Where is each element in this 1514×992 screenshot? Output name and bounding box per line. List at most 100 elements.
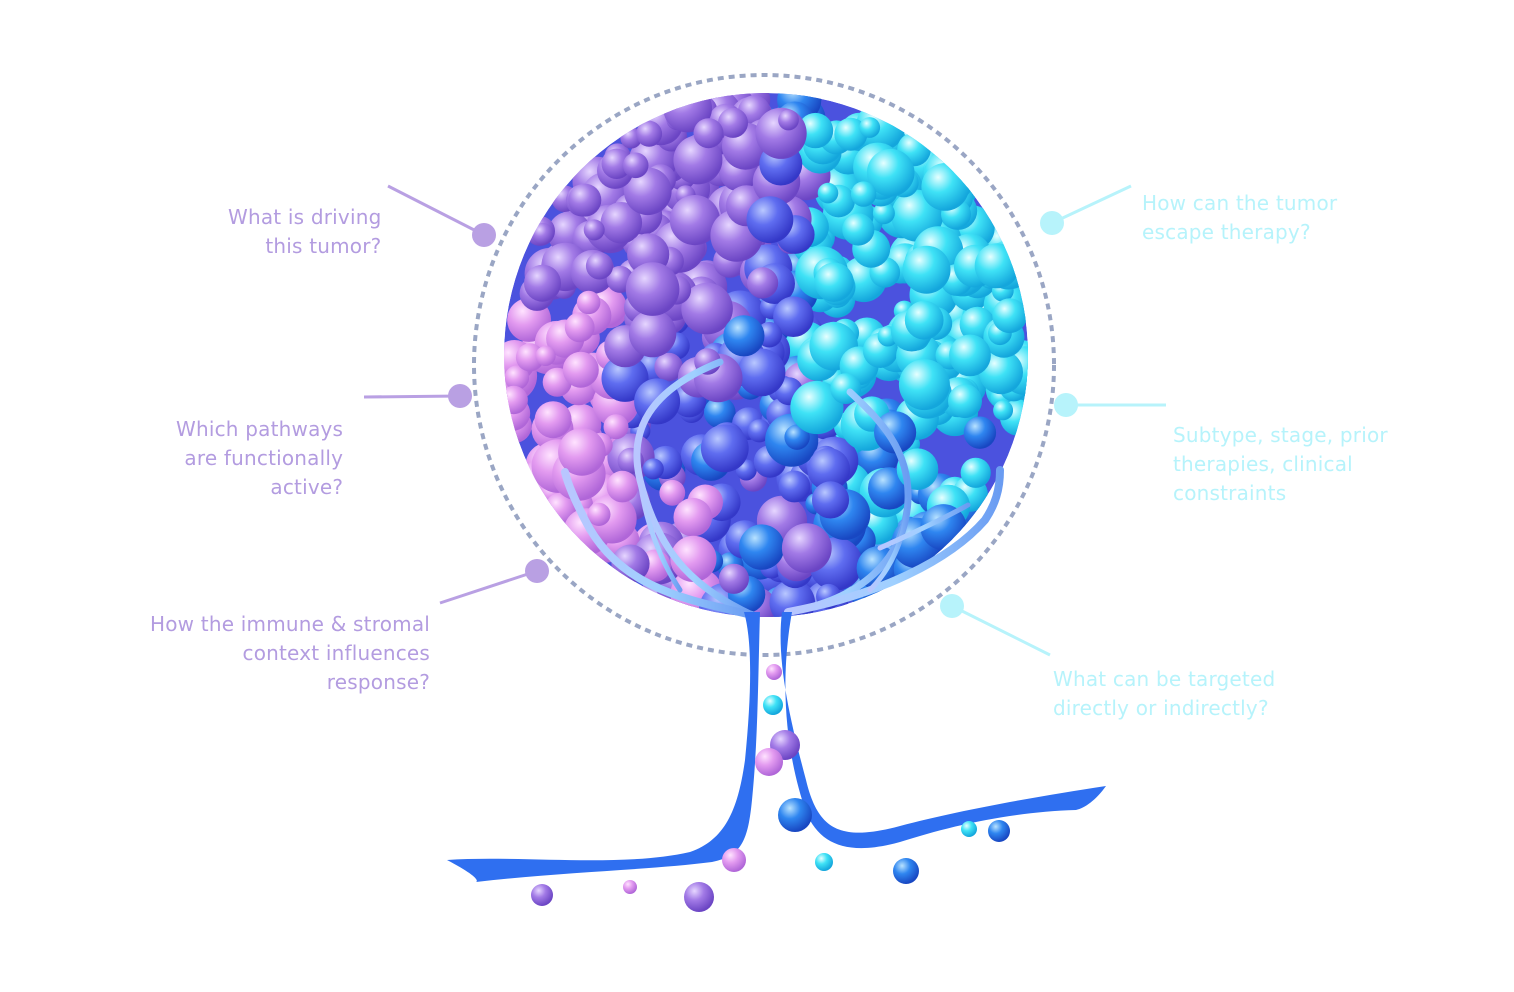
- crown-cell: [693, 118, 724, 149]
- crown-cell: [562, 351, 599, 388]
- scattered-cell: [531, 884, 553, 906]
- crown-cell: [601, 354, 649, 402]
- crown-cell: [781, 523, 832, 573]
- crown-cell: [622, 152, 649, 179]
- crown-cell: [681, 282, 733, 335]
- crown-cell: [874, 411, 917, 454]
- question-immune: How the immune & stromal context influen…: [150, 612, 431, 694]
- crown-cell: [811, 481, 850, 519]
- scattered-cell: [778, 798, 812, 832]
- scattered-cell: [815, 853, 833, 871]
- crown-cell: [603, 414, 629, 440]
- crown-cell: [902, 245, 951, 294]
- connector-dot-pathways: [448, 384, 472, 408]
- dashed-boundary-circle: [472, 73, 1056, 657]
- crown-cell: [515, 343, 545, 372]
- scattered-cell: [755, 748, 783, 776]
- crown-cell: [904, 300, 944, 340]
- connector-line-escape: [1051, 184, 1132, 225]
- crown-cell: [718, 107, 748, 138]
- scattered-cell: [766, 664, 782, 680]
- crown-cell: [600, 202, 643, 244]
- crown-cell: [834, 117, 868, 151]
- crown-cell: [673, 497, 713, 537]
- scattered-cell: [763, 695, 783, 715]
- crown-cell: [576, 290, 601, 315]
- crown-cell: [790, 380, 844, 435]
- question-subtype: Subtype, stage, prior therapies, clinica…: [1173, 423, 1388, 505]
- crown-cell: [773, 296, 814, 338]
- crown-cell: [739, 524, 785, 570]
- crown-cell: [872, 202, 895, 225]
- crown-cell: [850, 181, 877, 207]
- connector-line-targeted: [951, 604, 1051, 657]
- question-pathways: Which pathways are functionally active?: [176, 417, 344, 499]
- crown-cell: [654, 352, 683, 382]
- crown-cell: [606, 470, 639, 503]
- crown-cell: [778, 470, 811, 503]
- scattered-cells: [531, 664, 1010, 912]
- crown-cell: [814, 262, 854, 302]
- crown-cell: [723, 315, 765, 357]
- crown-cell: [769, 580, 816, 617]
- crown-cell: [585, 252, 614, 280]
- crown-cell: [963, 416, 997, 449]
- crown-cell: [642, 458, 664, 480]
- crown-cell: [625, 262, 680, 316]
- connector-dot-driving: [472, 223, 496, 247]
- scattered-cell: [722, 848, 746, 872]
- crown-cell: [669, 195, 721, 246]
- crown-cell: [700, 424, 749, 473]
- crown-cell: [504, 385, 528, 415]
- branches: [561, 358, 1004, 619]
- crown-cell: [628, 309, 677, 358]
- scattered-cell: [893, 858, 919, 884]
- connector-line-pathways: [363, 394, 461, 399]
- crown-cell: [718, 563, 750, 594]
- crown-cell: [587, 502, 611, 526]
- scattered-cell: [961, 821, 977, 837]
- scattered-cell: [988, 820, 1010, 842]
- connector-dot-escape: [1040, 211, 1064, 235]
- crown-cell: [921, 163, 970, 211]
- crown-cell: [992, 298, 1028, 334]
- crown-cell: [583, 219, 605, 241]
- connector-dot-immune: [525, 559, 549, 583]
- tumor-crown: [504, 93, 1028, 617]
- connectors: [363, 184, 1166, 657]
- crown-cell: [524, 264, 561, 302]
- connector-dot-subtype: [1054, 393, 1078, 417]
- connector-line-immune: [439, 569, 538, 605]
- crown-cell: [974, 243, 1020, 289]
- crown-cell: [960, 457, 991, 488]
- crown-cell: [898, 359, 950, 411]
- crown-cell: [534, 401, 572, 439]
- crown-cell: [817, 182, 839, 204]
- crown-cell: [842, 213, 875, 246]
- crown-cell: [624, 167, 672, 216]
- crown-cell: [866, 148, 915, 197]
- crown-cell: [504, 365, 530, 391]
- crown-cell: [531, 222, 554, 245]
- question-targeted: What can be targeted directly or indirec…: [1053, 667, 1276, 720]
- crown-cell: [568, 183, 602, 217]
- crown-cell: [704, 396, 736, 429]
- crown-cell: [993, 400, 1014, 421]
- question-driving: What is driving this tumor?: [228, 205, 382, 258]
- crown-cell: [948, 384, 982, 419]
- connector-dot-targeted: [940, 594, 964, 618]
- crown-cell: [535, 345, 556, 366]
- connector-line-driving: [387, 184, 485, 237]
- crown-cell: [601, 148, 632, 179]
- crown-cell: [746, 196, 794, 244]
- crown-cell: [564, 312, 595, 343]
- crown-cell: [949, 334, 991, 377]
- scattered-cell: [623, 880, 637, 894]
- crown-cell: [859, 117, 881, 138]
- crown-cell: [737, 348, 786, 397]
- crown-cell: [747, 267, 779, 299]
- crown-cell: [807, 448, 851, 491]
- question-escape: How can the tumor escape therapy?: [1142, 191, 1338, 244]
